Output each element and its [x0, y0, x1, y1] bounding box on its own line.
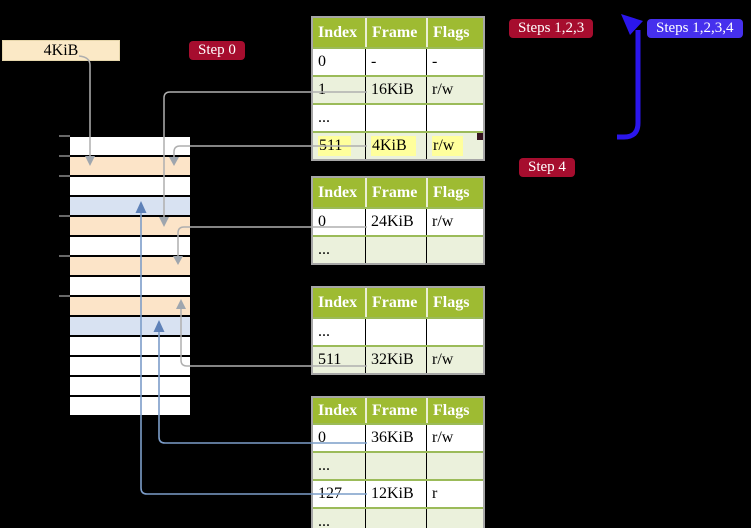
- cell-frame: [365, 105, 426, 131]
- highlight-mark: r/w: [432, 136, 464, 156]
- memory-row-pagetable: [70, 157, 190, 175]
- cell-frame: [365, 509, 426, 528]
- page-table-level2: Index Frame Flags ... 511 32KiB r/w: [311, 286, 485, 375]
- cell-index: 0: [318, 53, 326, 70]
- cell-index: ...: [318, 323, 330, 340]
- table-row: ...: [313, 235, 483, 263]
- table-row: 0 24KiB r/w: [313, 207, 483, 235]
- column-header-flags: Flags: [426, 178, 483, 207]
- cell-flags: [426, 237, 483, 263]
- step4-label: Step 4: [519, 158, 575, 177]
- cell-flags: [426, 319, 483, 345]
- page-table-level3: Index Frame Flags 0 24KiB r/w ...: [311, 176, 485, 265]
- memory-row-free: [70, 137, 190, 155]
- cell-frame: 16KiB: [365, 77, 426, 103]
- table-header-row: Index Frame Flags: [313, 18, 483, 47]
- cell-frame: [365, 319, 426, 345]
- memory-row-free: [70, 277, 190, 295]
- cell-flags: r/w: [426, 425, 483, 451]
- column-header-index: Index: [318, 23, 358, 41]
- steps-123-label: Steps 1,2,3: [509, 19, 594, 38]
- cell-flags: -: [426, 49, 483, 75]
- cell-index: 511: [313, 133, 365, 159]
- cell-index: ...: [318, 109, 330, 126]
- cell-flags: [426, 509, 483, 528]
- cell-flags: r: [426, 481, 483, 507]
- table-row: ...: [313, 451, 483, 479]
- cell-index: 0: [318, 213, 326, 230]
- table-row: ...: [313, 103, 483, 131]
- memory-column: [70, 135, 190, 417]
- cell-frame: 12KiB: [365, 481, 426, 507]
- cell-flags: r/w: [426, 133, 483, 159]
- cell-flags: [426, 105, 483, 131]
- memory-row-free: [70, 377, 190, 395]
- page-size-label: 4KiB: [2, 40, 120, 61]
- step0-label: Step 0: [189, 41, 245, 60]
- highlight-mark: 4KiB: [371, 136, 416, 156]
- address-tick-marks: [59, 135, 70, 297]
- table-row: 1 16KiB r/w: [313, 75, 483, 103]
- memory-row-page: [70, 197, 190, 215]
- table-row-recursive-highlighted: 511 4KiB r/w: [313, 131, 483, 159]
- column-header-index: Index: [318, 183, 358, 201]
- cell-frame: 36KiB: [365, 425, 426, 451]
- memory-row-pagetable: [70, 257, 190, 275]
- cell-flags: r/w: [426, 209, 483, 235]
- memory-row-pagetable: [70, 217, 190, 235]
- table-header-row: Index Frame Flags: [313, 288, 483, 317]
- column-header-frame: Frame: [365, 398, 426, 423]
- cell-frame: 24KiB: [365, 209, 426, 235]
- memory-row-pagetable: [70, 297, 190, 315]
- memory-row-free: [70, 177, 190, 195]
- memory-row-free: [70, 337, 190, 355]
- cell-frame: 32KiB: [365, 347, 426, 373]
- table-row: 127 12KiB r: [313, 479, 483, 507]
- memory-row-free: [70, 237, 190, 255]
- table-row: 0 36KiB r/w: [313, 423, 483, 451]
- cell-flags: r/w: [426, 77, 483, 103]
- cell-index: 127: [318, 485, 342, 502]
- column-header-index: Index: [318, 293, 358, 311]
- table-row: 0 - -: [313, 47, 483, 75]
- table-row: ...: [313, 507, 483, 528]
- cell-frame: [365, 237, 426, 263]
- page-table-level4: Index Frame Flags 0 - - 1 16KiB r/w ... …: [311, 16, 485, 161]
- cell-index: ...: [318, 513, 330, 528]
- column-header-index: Index: [318, 401, 358, 419]
- column-header-frame: Frame: [365, 288, 426, 317]
- steps-1234-label: Steps 1,2,3,4: [647, 19, 743, 38]
- cell-frame: [365, 453, 426, 479]
- memory-row-page: [70, 317, 190, 335]
- table-header-row: Index Frame Flags: [313, 398, 483, 423]
- cell-index: ...: [318, 241, 330, 258]
- table-row: 511 32KiB r/w: [313, 345, 483, 373]
- cell-index: 1: [318, 81, 326, 98]
- cell-flags: [426, 453, 483, 479]
- column-header-frame: Frame: [365, 178, 426, 207]
- highlight-mark: 511: [318, 136, 352, 156]
- cell-frame: 4KiB: [365, 133, 426, 159]
- memory-row-free: [70, 357, 190, 375]
- cell-flags: r/w: [426, 347, 483, 373]
- cell-index: 0: [318, 429, 326, 446]
- column-header-flags: Flags: [426, 18, 483, 47]
- column-header-frame: Frame: [365, 18, 426, 47]
- memory-row-free: [70, 397, 190, 415]
- table-row: ...: [313, 317, 483, 345]
- column-header-flags: Flags: [426, 398, 483, 423]
- cell-index: 511: [318, 351, 342, 368]
- arrowhead-up-left-icon: [621, 14, 643, 35]
- cell-frame: -: [365, 49, 426, 75]
- column-header-flags: Flags: [426, 288, 483, 317]
- loop-arrow-shaft: [617, 30, 641, 140]
- page-table-level1: Index Frame Flags 0 36KiB r/w ... 127 12…: [311, 396, 485, 528]
- table-header-row: Index Frame Flags: [313, 178, 483, 207]
- cell-index: ...: [318, 457, 330, 474]
